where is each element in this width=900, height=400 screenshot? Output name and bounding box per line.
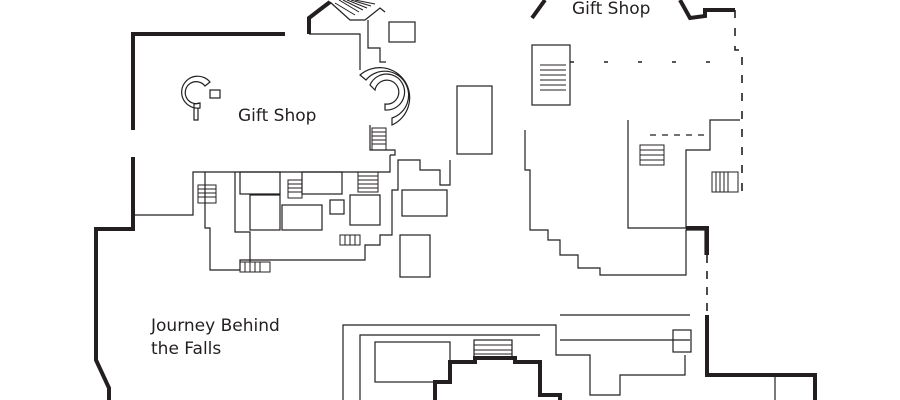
right-inner-wall xyxy=(627,119,740,229)
right-room-stair xyxy=(531,44,571,106)
gift-shop-wall-bottom xyxy=(133,155,391,216)
room-d xyxy=(301,171,343,195)
stairs-right-lower xyxy=(711,171,739,193)
stairs-lower-mid xyxy=(339,234,361,246)
right-wall-top-right xyxy=(678,0,735,21)
lower-stairs-box xyxy=(473,339,513,359)
right-wall-top-left xyxy=(530,0,547,20)
room-c xyxy=(281,204,323,231)
room-g xyxy=(401,189,448,217)
room-b xyxy=(249,194,281,231)
room-h xyxy=(399,234,431,278)
outer-wall-top-entry xyxy=(307,0,332,34)
right-wall-dashed xyxy=(734,10,743,195)
kiosk-round-right-outer xyxy=(359,67,411,126)
lower-right-wall xyxy=(705,315,817,400)
entry-passage xyxy=(367,20,386,63)
label-gift-shop-top: Gift Shop xyxy=(572,0,651,19)
gift-shop-wall-right xyxy=(309,33,361,70)
stairs-center-mid xyxy=(287,179,303,199)
label-journey-line2: the Falls xyxy=(151,338,222,359)
lower-block-outline xyxy=(342,324,686,400)
lower-kiosk xyxy=(672,329,692,353)
room-e xyxy=(329,199,345,215)
kiosk-round-right-inner xyxy=(369,73,406,111)
lower-room-1 xyxy=(374,341,451,383)
label-journey-line1: Journey Behind xyxy=(151,316,280,336)
entry-wall xyxy=(329,1,386,21)
stairs-lower-right xyxy=(474,344,512,355)
room-a xyxy=(239,171,281,195)
outer-wall-left-lower xyxy=(94,157,135,400)
center-display-case xyxy=(456,85,493,155)
room-top-small xyxy=(388,21,416,43)
kiosk-round-left xyxy=(181,75,211,109)
inner-corridor xyxy=(369,125,396,156)
room-f xyxy=(349,194,381,226)
lower-wall-thick-a xyxy=(433,356,562,400)
stairs-lower-left xyxy=(239,261,271,273)
label-gift-shop-main: Gift Shop xyxy=(238,106,317,126)
rooms-block-outline xyxy=(204,159,451,271)
kiosk-tab xyxy=(209,89,221,99)
rooms-block-inner xyxy=(234,172,251,262)
label-journey-behind-the-falls: Journey Behind the Falls xyxy=(151,315,280,361)
right-building-wall-lower xyxy=(686,226,709,255)
stairs-center-right xyxy=(357,171,379,193)
stairs-center-left xyxy=(197,184,217,204)
lower-block-inner xyxy=(359,334,540,400)
stairs-top-entry xyxy=(334,0,376,16)
stairs-gift-shop xyxy=(371,127,387,151)
right-building-outline xyxy=(524,130,706,276)
stairs-right-mid xyxy=(639,144,665,166)
outer-wall-left xyxy=(131,32,285,130)
kiosk-round-left-arm xyxy=(193,102,201,121)
stairs-right-top xyxy=(540,64,566,91)
